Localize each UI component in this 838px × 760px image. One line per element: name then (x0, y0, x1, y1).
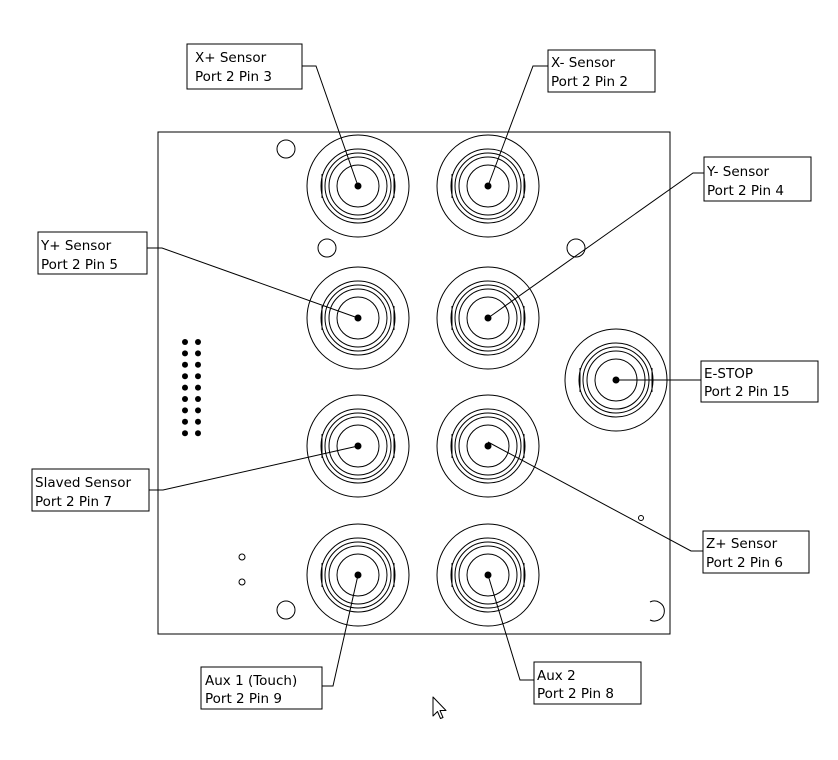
callout-y-plus: Y+ Sensor Port 2 Pin 5 (37, 231, 148, 275)
callout-box (37, 231, 148, 275)
callout-line-y-minus (487, 172, 704, 319)
callout-x-minus: X- Sensor Port 2 Pin 2 (547, 49, 656, 93)
header-pin (195, 373, 201, 380)
callout-e-stop: E-STOP Port 2 Pin 15 (700, 360, 819, 403)
callout-aux1: Aux 1 (Touch) Port 2 Pin 9 (200, 666, 323, 710)
header-pin (182, 407, 188, 414)
callout-box (700, 360, 819, 403)
header-pin (182, 396, 188, 402)
header-pin (195, 350, 201, 357)
callout-port: Port 2 Pin 5 (41, 257, 118, 273)
callout-title: Y- Sensor (706, 164, 770, 180)
callout-title: Z+ Sensor (706, 536, 778, 552)
callout-title: X- Sensor (551, 55, 615, 71)
mounting-hole (566, 238, 586, 258)
connector-x-minus (436, 134, 540, 238)
callout-line-x-minus (487, 65, 548, 187)
callout-box (703, 156, 812, 202)
callout-box (547, 49, 656, 93)
callout-line-aux1 (322, 574, 359, 687)
header-pin (195, 339, 201, 345)
small-via (238, 578, 246, 586)
connector-x-plus (306, 134, 410, 238)
callout-line-x-plus (302, 65, 359, 187)
callout-y-minus: Y- Sensor Port 2 Pin 4 (703, 156, 812, 202)
mounting-hole (276, 139, 296, 159)
callout-title: E-STOP (704, 366, 753, 382)
header-pin (195, 361, 201, 368)
connector-aux1 (306, 523, 410, 627)
callout-slaved: Slaved Sensor Port 2 Pin 7 (31, 468, 150, 512)
mounting-hole-partial (649, 600, 665, 622)
callout-port: Port 2 Pin 7 (35, 494, 112, 510)
callout-box (200, 666, 323, 710)
callout-title: Aux 1 (Touch) (205, 673, 297, 689)
callout-port: Port 2 Pin 9 (205, 691, 282, 707)
callout-box (31, 468, 150, 512)
callout-title: Slaved Sensor (35, 475, 131, 491)
callout-box (533, 661, 642, 705)
connector-y-plus (306, 266, 410, 370)
header-pin (195, 407, 201, 414)
board-outline (157, 131, 671, 635)
callout-port: Port 2 Pin 8 (537, 686, 614, 702)
header-pin (182, 430, 188, 437)
callout-port: Port 2 Pin 2 (551, 74, 628, 90)
header-pin (195, 418, 201, 425)
header-pin (195, 396, 201, 402)
mouse-pointer-icon (432, 696, 447, 719)
callout-z-plus: Z+ Sensor Port 2 Pin 6 (702, 530, 810, 574)
mounting-holes (238, 139, 665, 622)
header-pin (182, 361, 188, 368)
callout-line-aux2 (487, 574, 534, 681)
callout-box (702, 530, 810, 574)
callout-line-z-plus (487, 441, 703, 552)
callout-title: Aux 2 (537, 668, 576, 684)
header-pin (182, 350, 188, 357)
callout-aux2: Aux 2 Port 2 Pin 8 (533, 661, 642, 705)
header-pin (182, 373, 188, 380)
connector-z-plus (436, 394, 540, 498)
header-pin (195, 384, 201, 391)
header-pin (195, 430, 201, 437)
callout-lines (147, 65, 704, 687)
mounting-hole (317, 238, 337, 258)
callout-title: X+ Sensor (195, 50, 267, 66)
connector-aux2 (436, 523, 540, 627)
small-via (238, 553, 246, 561)
connector-y-minus (436, 266, 540, 370)
callout-port: Port 2 Pin 4 (707, 183, 784, 199)
callout-line-y-plus (147, 247, 359, 319)
header-pin (182, 384, 188, 391)
small-via (638, 515, 644, 521)
connector-slaved (306, 394, 410, 498)
callout-line-slaved (149, 445, 359, 491)
callout-x-plus: X+ Sensor Port 2 Pin 3 (186, 43, 303, 90)
callout-title: Y+ Sensor (40, 238, 112, 254)
mounting-hole (276, 600, 296, 620)
callout-box (186, 43, 303, 90)
callout-port: Port 2 Pin 15 (704, 384, 790, 400)
callout-port: Port 2 Pin 6 (706, 555, 783, 571)
header-pin (182, 339, 188, 345)
pin-header (182, 339, 201, 437)
callout-port: Port 2 Pin 3 (195, 69, 272, 85)
header-pin (182, 418, 188, 425)
